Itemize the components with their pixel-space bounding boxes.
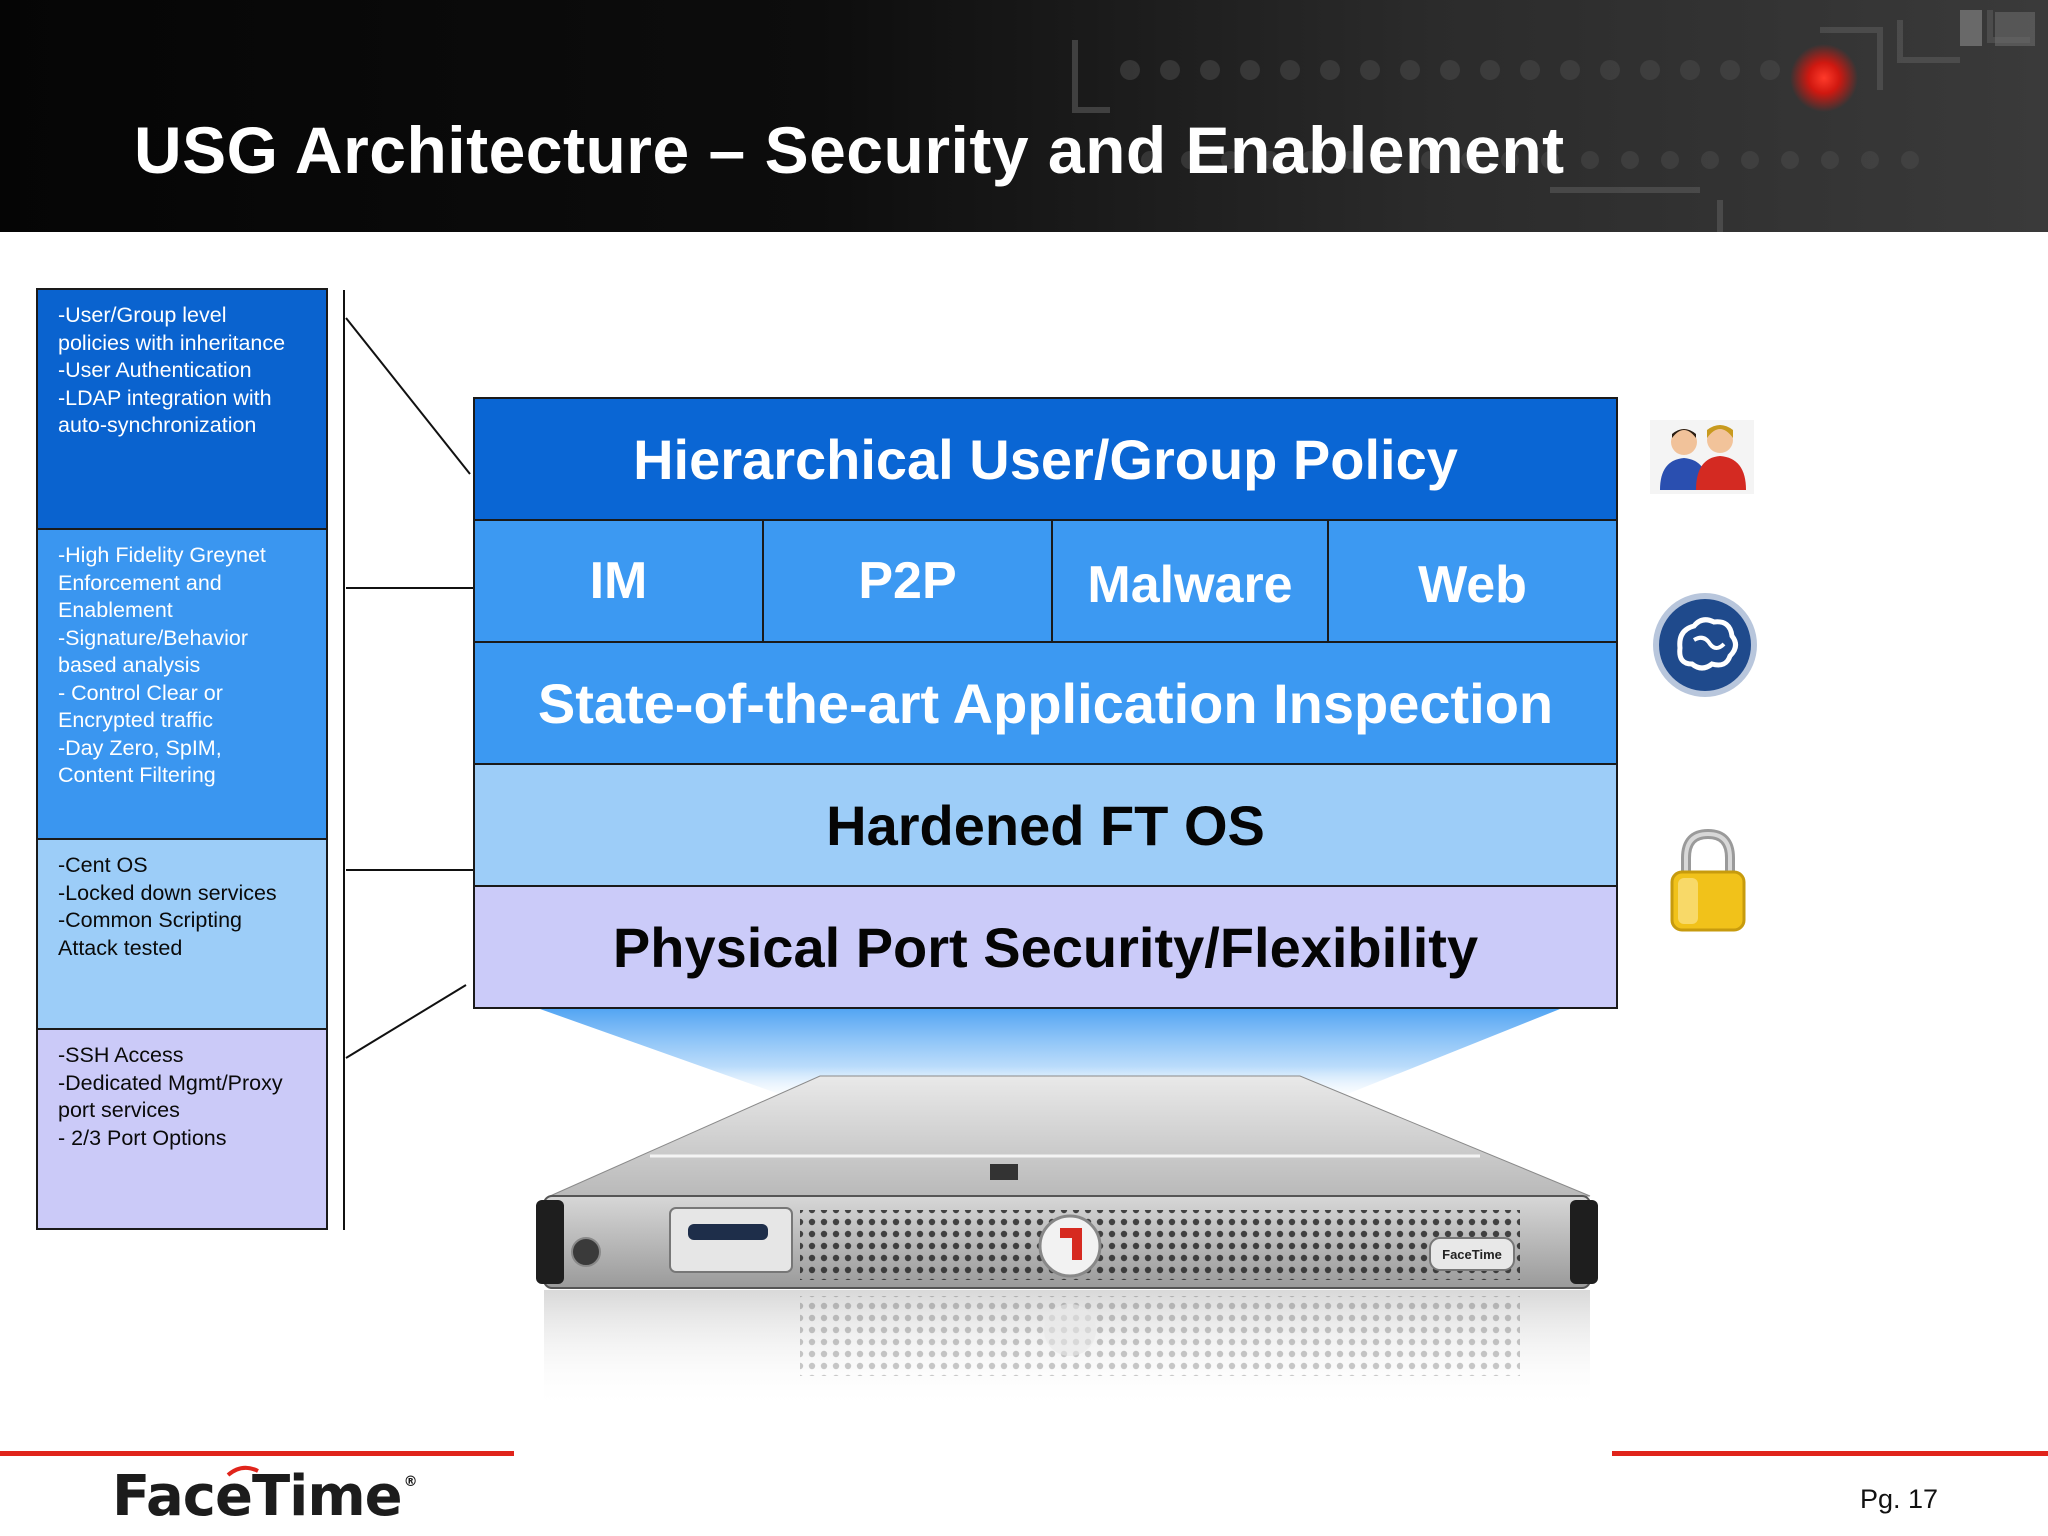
footer-accent-line-right: [1612, 1451, 2048, 1456]
feature-line: Enforcement and: [58, 570, 222, 595]
brain-icon: [1653, 593, 1757, 697]
logo-registered-mark: ®: [403, 1474, 418, 1490]
layer-applications: IM P2P Malware Web: [473, 519, 1618, 643]
layer-user-group-policy: Hierarchical User/Group Policy: [473, 397, 1618, 521]
app-cell-im: IM: [475, 521, 764, 641]
feature-line: Encrypted traffic: [58, 708, 213, 732]
layer-physical-port: Physical Port Security/Flexibility: [473, 885, 1618, 1009]
page-number: Pg. 17: [1860, 1484, 1939, 1514]
footer-accent-line-left: [0, 1451, 514, 1456]
appliance-badge-label: FaceTime: [1442, 1247, 1502, 1262]
feature-line: - Control Clear or: [58, 680, 223, 705]
feature-line: -User/Group level: [58, 303, 227, 327]
app-cell-p2p: P2P: [764, 521, 1053, 641]
facetime-logo: FaceTime®: [112, 1464, 418, 1529]
circuit-board-background: [1072, 10, 2035, 232]
feature-line: port services: [58, 1098, 180, 1122]
logo-text: FaceTime: [112, 1464, 403, 1529]
feature-line: -Cent OS: [58, 853, 148, 877]
feature-line: Enablement: [58, 598, 173, 622]
server-appliance-image: FaceTime: [536, 1075, 1598, 1410]
feature-line: -Common Scripting: [58, 908, 242, 932]
feature-box-port: -SSH Access -Dedicated Mgmt/Proxy port s…: [36, 1028, 328, 1230]
feature-line: -Dedicated Mgmt/Proxy: [58, 1070, 283, 1095]
feature-line: -User Authentication: [58, 358, 252, 382]
feature-line: -SSH Access: [58, 1043, 184, 1067]
feature-line: -Day Zero, SpIM,: [58, 735, 222, 760]
app-cell-web: Web: [1418, 556, 1527, 614]
feature-line: -Locked down services: [58, 880, 277, 905]
feature-box-inspection: -High Fidelity Greynet Enforcement and E…: [36, 528, 328, 840]
slide-title: USG Architecture – Security and Enableme…: [134, 113, 1565, 187]
layer-hardened-os: Hardened FT OS: [473, 763, 1618, 887]
users-icon: [1650, 420, 1754, 494]
feature-line: -LDAP integration with: [58, 385, 272, 410]
app-cell-malware: Malware: [1053, 521, 1329, 641]
feature-line: policies with inheritance: [58, 330, 286, 355]
feature-line: -High Fidelity Greynet: [58, 543, 266, 567]
layer-application-inspection: State-of-the-art Application Inspection: [473, 641, 1618, 765]
feature-line: -Signature/Behavior: [58, 625, 249, 650]
lock-icon: [1670, 828, 1746, 932]
feature-line: - 2/3 Port Options: [58, 1125, 227, 1150]
feature-line: based analysis: [58, 653, 201, 677]
feature-box-policy: -User/Group level policies with inherita…: [36, 288, 328, 530]
feature-box-os: -Cent OS -Locked down services -Common S…: [36, 838, 328, 1030]
connector-port: [345, 984, 467, 1059]
header-banner: USG Architecture – Security and Enableme…: [0, 0, 2048, 232]
feature-line: Content Filtering: [58, 763, 216, 787]
feature-line: auto-synchronization: [58, 413, 257, 437]
feature-line: Attack tested: [58, 935, 183, 960]
connector-policy: [345, 317, 471, 475]
logo-swoosh: [226, 1465, 259, 1477]
